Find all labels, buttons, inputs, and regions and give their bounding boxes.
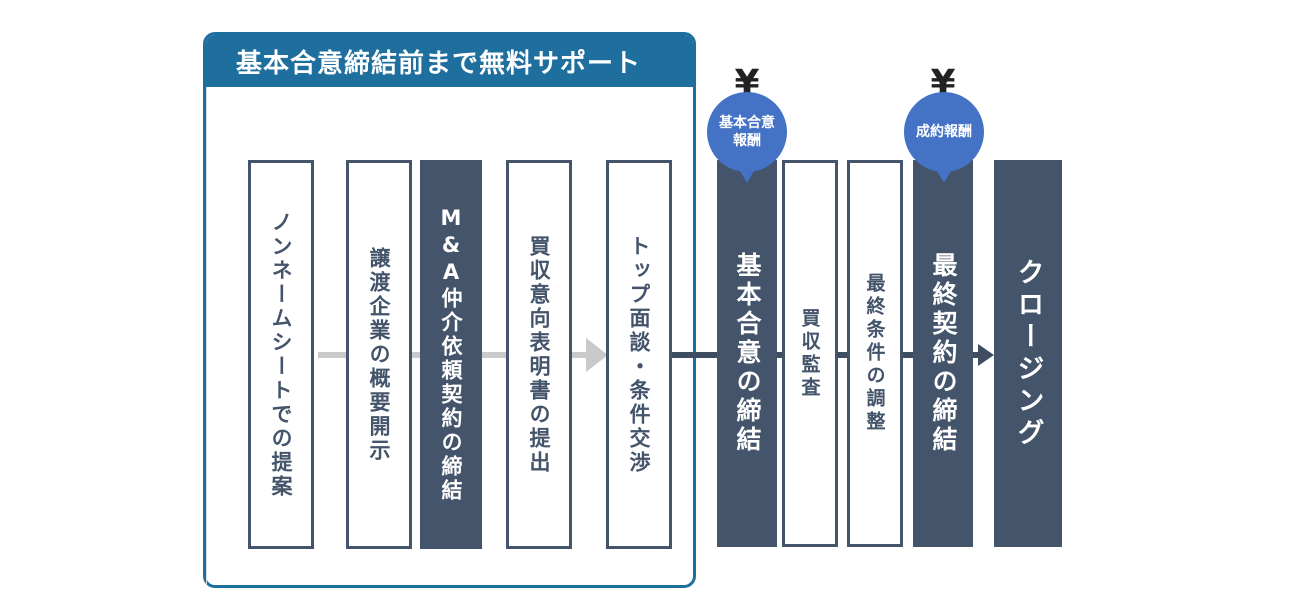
step-due-diligence: 買収監査 [782,160,838,547]
step-label: 最終契約の締結 [929,252,958,455]
step-basic-agreement: 基本合意の締結 [717,160,777,547]
fee-label: 成約報酬 [916,124,972,140]
step-label: M&A仲介依頼契約の締結 [439,206,463,503]
step-label: クロージング [1012,257,1044,450]
step-advisory-contract: M&A仲介依頼契約の締結 [420,160,482,549]
step-letter-of-intent: 買収意向表明書の提出 [506,160,572,549]
step-final-contract: 最終契約の締結 [913,160,973,547]
step-label: トップ面談・条件交渉 [627,234,651,475]
step-overview-disclosure: 譲渡企業の概要開示 [346,160,412,549]
basic-agreement-fee-badge: 基本合意報酬 [707,92,787,172]
step-label: ノンネームシートでの提案 [269,210,293,499]
free-support-title: 基本合意締結前まで無料サポート [206,35,693,87]
step-label: 買収監査 [798,307,821,400]
step-label: 最終条件の調整 [863,273,886,434]
paid-process-arrowhead-icon [978,344,994,366]
bubble-tail-icon [936,169,952,183]
success-fee-badge: 成約報酬 [904,92,984,172]
bubble-tail-icon [739,169,755,183]
step-top-meeting: トップ面談・条件交渉 [606,160,672,549]
step-label: 譲渡企業の概要開示 [367,246,391,463]
step-label: 基本合意の締結 [733,252,762,455]
fee-label: 基本合意報酬 [719,115,775,149]
step-noname-sheet: ノンネームシートでの提案 [248,160,314,549]
step-final-conditions: 最終条件の調整 [847,160,903,547]
step-closing: クロージング [994,160,1062,547]
free-process-arrowhead-icon [586,338,608,372]
free-support-area [206,87,693,585]
step-label: 買収意向表明書の提出 [527,234,551,475]
